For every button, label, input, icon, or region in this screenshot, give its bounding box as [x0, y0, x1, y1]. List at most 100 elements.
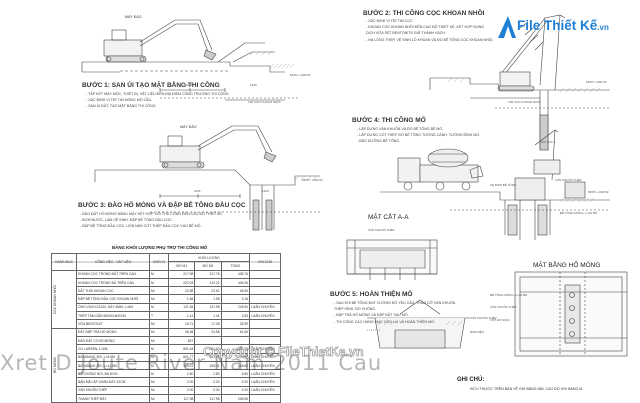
table-cell: 436.26: [220, 277, 251, 288]
table-cell: THANH THÉP ĐẮT: [76, 394, 150, 403]
table-cell: 24.58: [194, 327, 222, 337]
th-category: HẠNG MỤC: [51, 253, 77, 271]
table-cell: M²: [149, 394, 169, 403]
step3-note-1: - ĐÀO ĐẤT HỐ MÓNG BẰNG MÁY KẾT HỢP VỚI T…: [80, 212, 223, 216]
compaction-label: ĐẦM NỀN: [470, 330, 484, 334]
table-cell: M³: [149, 327, 169, 337]
dim-1: 2115: [186, 83, 193, 87]
table-cell: 435.76: [220, 269, 251, 279]
table-cell: 235.96: [220, 394, 251, 403]
table-title: BẢNG KHỐI LƯỢNG PHỤ TRỢ THI CÔNG MỐ: [112, 245, 208, 250]
step4-notes: - LẮP DỰNG VÁN KHUÔN VÀ ĐỔ BÊ TÔNG BỆ MỐ…: [357, 126, 480, 145]
step3-notes: - ĐÀO ĐẤT HỐ MÓNG BẰNG MÁY KẾT HỢP VỚI T…: [80, 211, 223, 230]
foundation-plan: [514, 271, 628, 357]
bt-mong-label: BÊ TÔNG MÓNG, L=10.5M: [560, 211, 598, 215]
table-cell: 23.62: [194, 286, 222, 296]
table-cell: ĐẤT ĐẮP TRẢ HỐ MÓNG: [76, 327, 150, 337]
table-cell: 4.00: [220, 385, 251, 396]
table-cell: KHOAN CỌC TRONG ĐẤT TRÊN CẠN: [76, 269, 150, 279]
table-cell: 222.04: [167, 277, 196, 288]
bt-truck-label: XE BƠM BÊ TÔNG: [490, 183, 517, 187]
section-a-a: [346, 239, 438, 280]
excavator-2-label: MÁY ĐÀO: [180, 125, 197, 129]
step5-note-1: - SAU KHI BÊ TÔNG ĐẠT CƯỜNG ĐỘ YÊU CẦU, …: [334, 301, 456, 305]
note-text: KÍCH THƯỚC TRÊN BẢN VẼ GHI BẰNG MM, CAO …: [470, 387, 584, 391]
step5-title: BƯỚC 5: HOÀN THIỆN MỐ: [330, 291, 413, 298]
quantity-table: HẠNG MỤC CÔNG VIỆC - VẬT LIỆU ĐƠN VỊ KHỐ…: [51, 252, 281, 403]
table-cell: LUÂN CHUYỂN: [249, 385, 281, 396]
table-cell: THÉP TẤM DẪN 6600X1600X20: [76, 311, 150, 321]
table-cell: VÁN KHUÔN THÉP: [76, 385, 150, 396]
table-cell: 46.90: [220, 286, 251, 296]
step3-note-2: - BƠM NƯỚC, LÀM VỆ SINH, ĐẬP BÊ TÔNG ĐẦU…: [80, 218, 173, 223]
table-cell: 117.98: [194, 394, 222, 403]
dim-3: 2115: [194, 189, 201, 193]
table-cell: 17.28: [194, 319, 222, 329]
step2-note-3: DỊCH VỮA SÉT BENTONITE GIỮ THÀNH VÁCH.: [366, 31, 447, 36]
th-quantity: KHỐI LƯỢNG: [168, 252, 250, 263]
table-cell: 15.71: [167, 319, 196, 329]
note-heading: GHI CHÚ:: [457, 377, 485, 383]
ground-line-3: [95, 169, 320, 186]
ground-line-1: [82, 61, 285, 73]
step2-title: BƯỚC 2: THI CÔNG CỌC KHOAN NHỒI: [363, 10, 485, 17]
table-cell: 214.22: [194, 277, 222, 288]
section-title: MẶT CẮT A-A: [368, 214, 409, 221]
table-cell: M³: [149, 319, 169, 329]
tim-coc-label-1: TIM CỌC KHOAN NHỒI: [248, 100, 281, 104]
table-cell: 36.48: [167, 327, 196, 337]
mntc-label-4: MNTC +600.50: [588, 190, 609, 194]
plan-label-2: CỘT ĐỠ 30Ox: [490, 318, 510, 322]
table-cell: [220, 335, 251, 346]
th-work: CÔNG VIỆC - VẬT LIỆU: [76, 253, 150, 271]
table-cell: VỮA BENTONIT: [76, 319, 150, 329]
site-logo[interactable]: [490, 6, 638, 46]
table-cell: 1.58: [194, 294, 222, 304]
table-cell: 217.78: [194, 269, 222, 279]
table-cell: M: [149, 277, 169, 288]
table-cell: M³: [149, 286, 169, 296]
table-row: CỌC KHOAN NHỒI KHOAN CỌC TRONG ĐẤT TRÊN C…: [51, 269, 281, 329]
table-cell: 243.90: [220, 302, 251, 313]
logo-icon: [498, 16, 516, 38]
table-cell: 32.99: [220, 319, 251, 329]
table-cell: 117.98: [167, 394, 196, 403]
table-cell: 121.98: [194, 302, 222, 313]
crane-4: [533, 129, 561, 181]
dim-2: 1340: [250, 83, 257, 87]
table-cell: 4.00: [220, 377, 251, 387]
table-cell: [249, 327, 281, 337]
mntc-label-2: MNTC +600.50: [586, 80, 607, 84]
table-cell: ĐẬP BÊ TÔNG ĐẦU CỌC KHOAN NHỒI: [76, 294, 150, 304]
table-cell: 2.00: [167, 377, 196, 387]
table-cell: KHOAN CỌC TRONG ĐÁ TRÊN CẠN: [76, 277, 150, 288]
th-total: TỔNG: [220, 261, 251, 271]
table-cell: LUÂN CHUYỂN: [249, 377, 281, 387]
step5-formwork-label: VÁN KHUÔN THÉP: [470, 316, 497, 320]
step4-title: BƯỚC 4: THI CÔNG MỐ: [352, 117, 426, 124]
excavator-1-label: MÁY ĐÀO: [125, 15, 142, 19]
group-label-pile-text: CỌC KHOAN NHỒI: [53, 284, 57, 314]
table-cell: 1.41: [194, 311, 222, 321]
step5-note-4: - THI CÔNG CÁC HẠNG MỤC CÒN LẠI VÀ HOÀN …: [334, 319, 435, 324]
th-m1: MỐ M1: [167, 261, 196, 271]
table-cell: 121.98: [167, 302, 196, 313]
table-cell: [249, 335, 281, 346]
table-cell: M³: [149, 335, 169, 346]
table-cell: M³: [149, 294, 169, 304]
mntc-label-1: MNTC +600.50: [290, 73, 311, 77]
table-cell: 2.00: [167, 385, 196, 396]
bucket-4: [469, 165, 484, 179]
table-cell: 2.00: [194, 377, 222, 387]
dim-4: 1340: [262, 189, 269, 193]
group-label-pile: CỌC KHOAN NHỒI: [51, 269, 77, 329]
table-cell: M²: [149, 377, 169, 387]
table-cell: 1.58: [167, 294, 196, 304]
